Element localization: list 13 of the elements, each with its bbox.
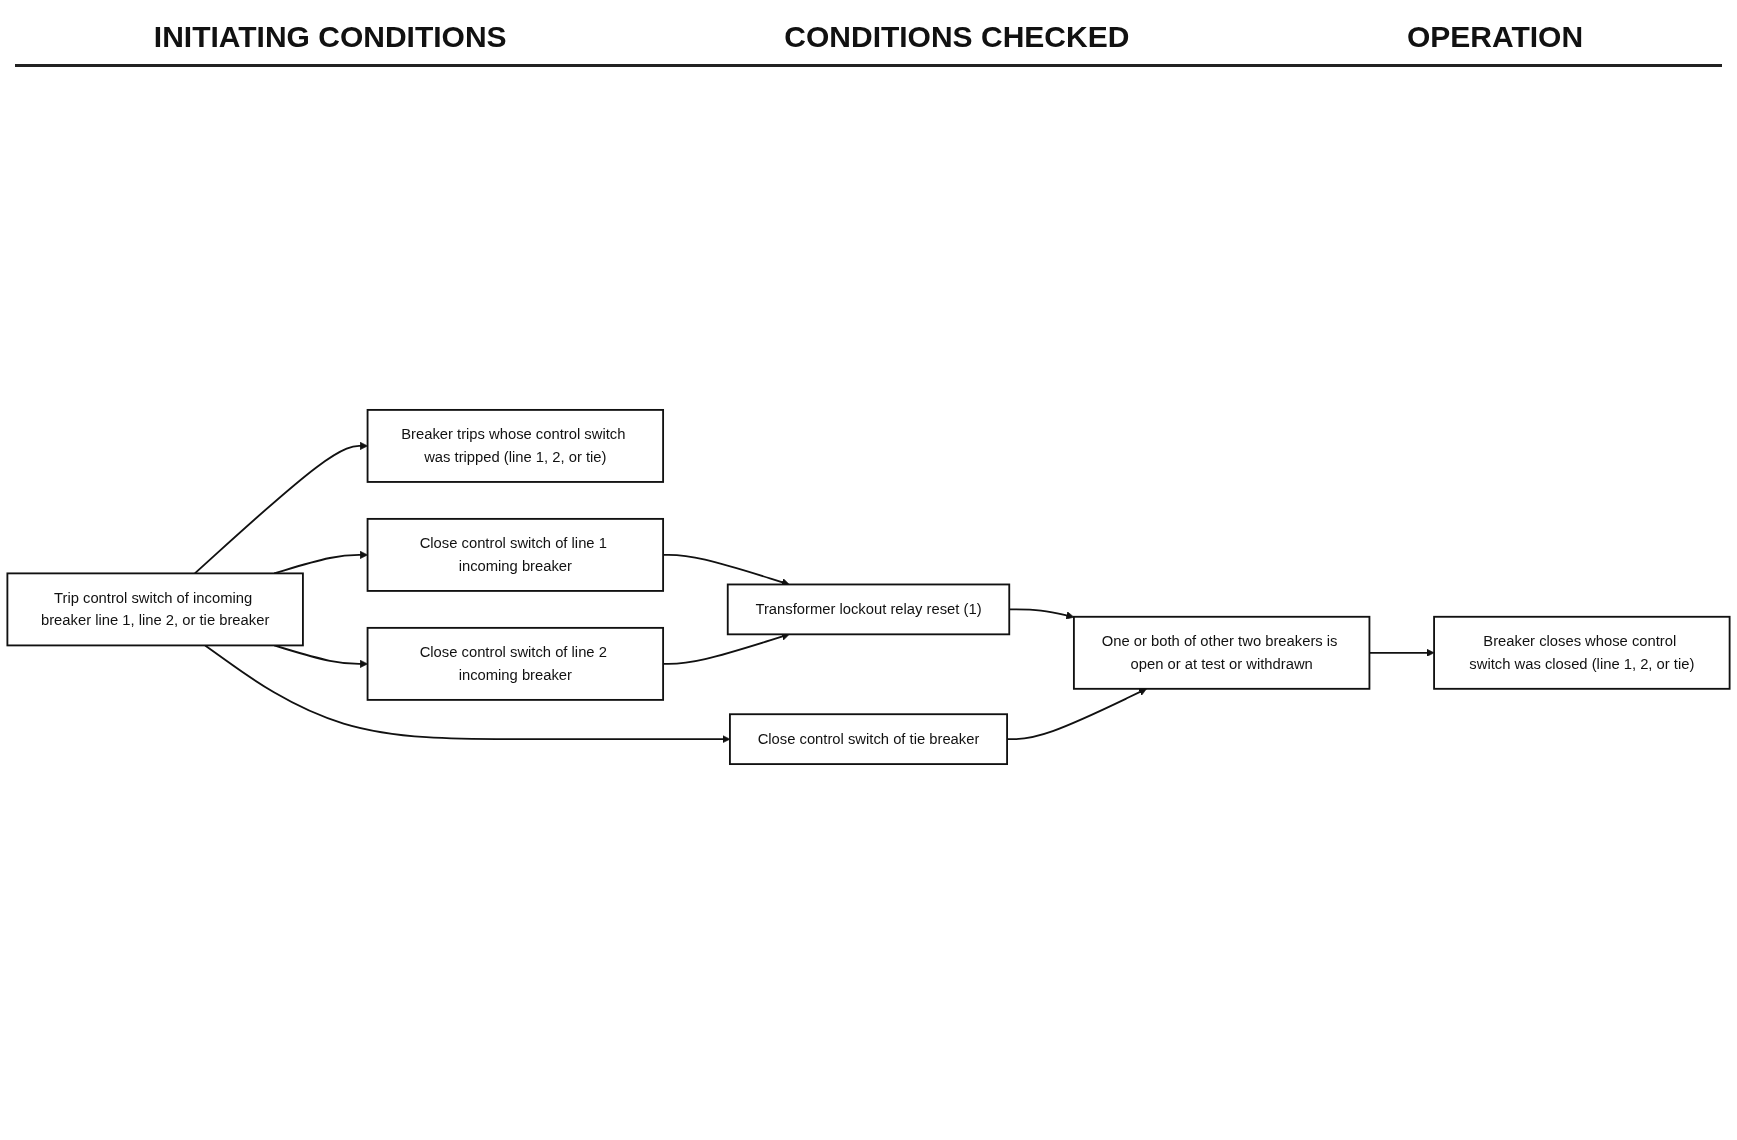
column-heading: CONDITIONS CHECKED [784, 20, 1130, 54]
node-box: Trip control switch of incoming breaker line 1, line 2, or tie breaker [6, 572, 304, 647]
column-heading: OPERATION [1407, 20, 1584, 54]
arrow [273, 644, 368, 668]
column-heading: INITIATING CONDITIONS [153, 20, 507, 54]
node-box: Close control switch of line 2 incoming breaker [366, 626, 665, 701]
node-box: Transformer lockout relay reset (1) [726, 583, 1011, 636]
arrow [193, 441, 368, 575]
node-box: Close control switch of tie breaker [729, 713, 1008, 765]
node-box: One or both of other two breakers is open or at test or withdrawn [1072, 615, 1371, 690]
node-box: Close control switch of line 1 incoming breaker [366, 517, 665, 592]
node-box: Breaker closes whose control switch was closed (line 1, 2, or tie) [1433, 615, 1731, 690]
node-box: Breaker trips whose control switch was tripped (line 1, 2, or tie) [366, 409, 665, 483]
